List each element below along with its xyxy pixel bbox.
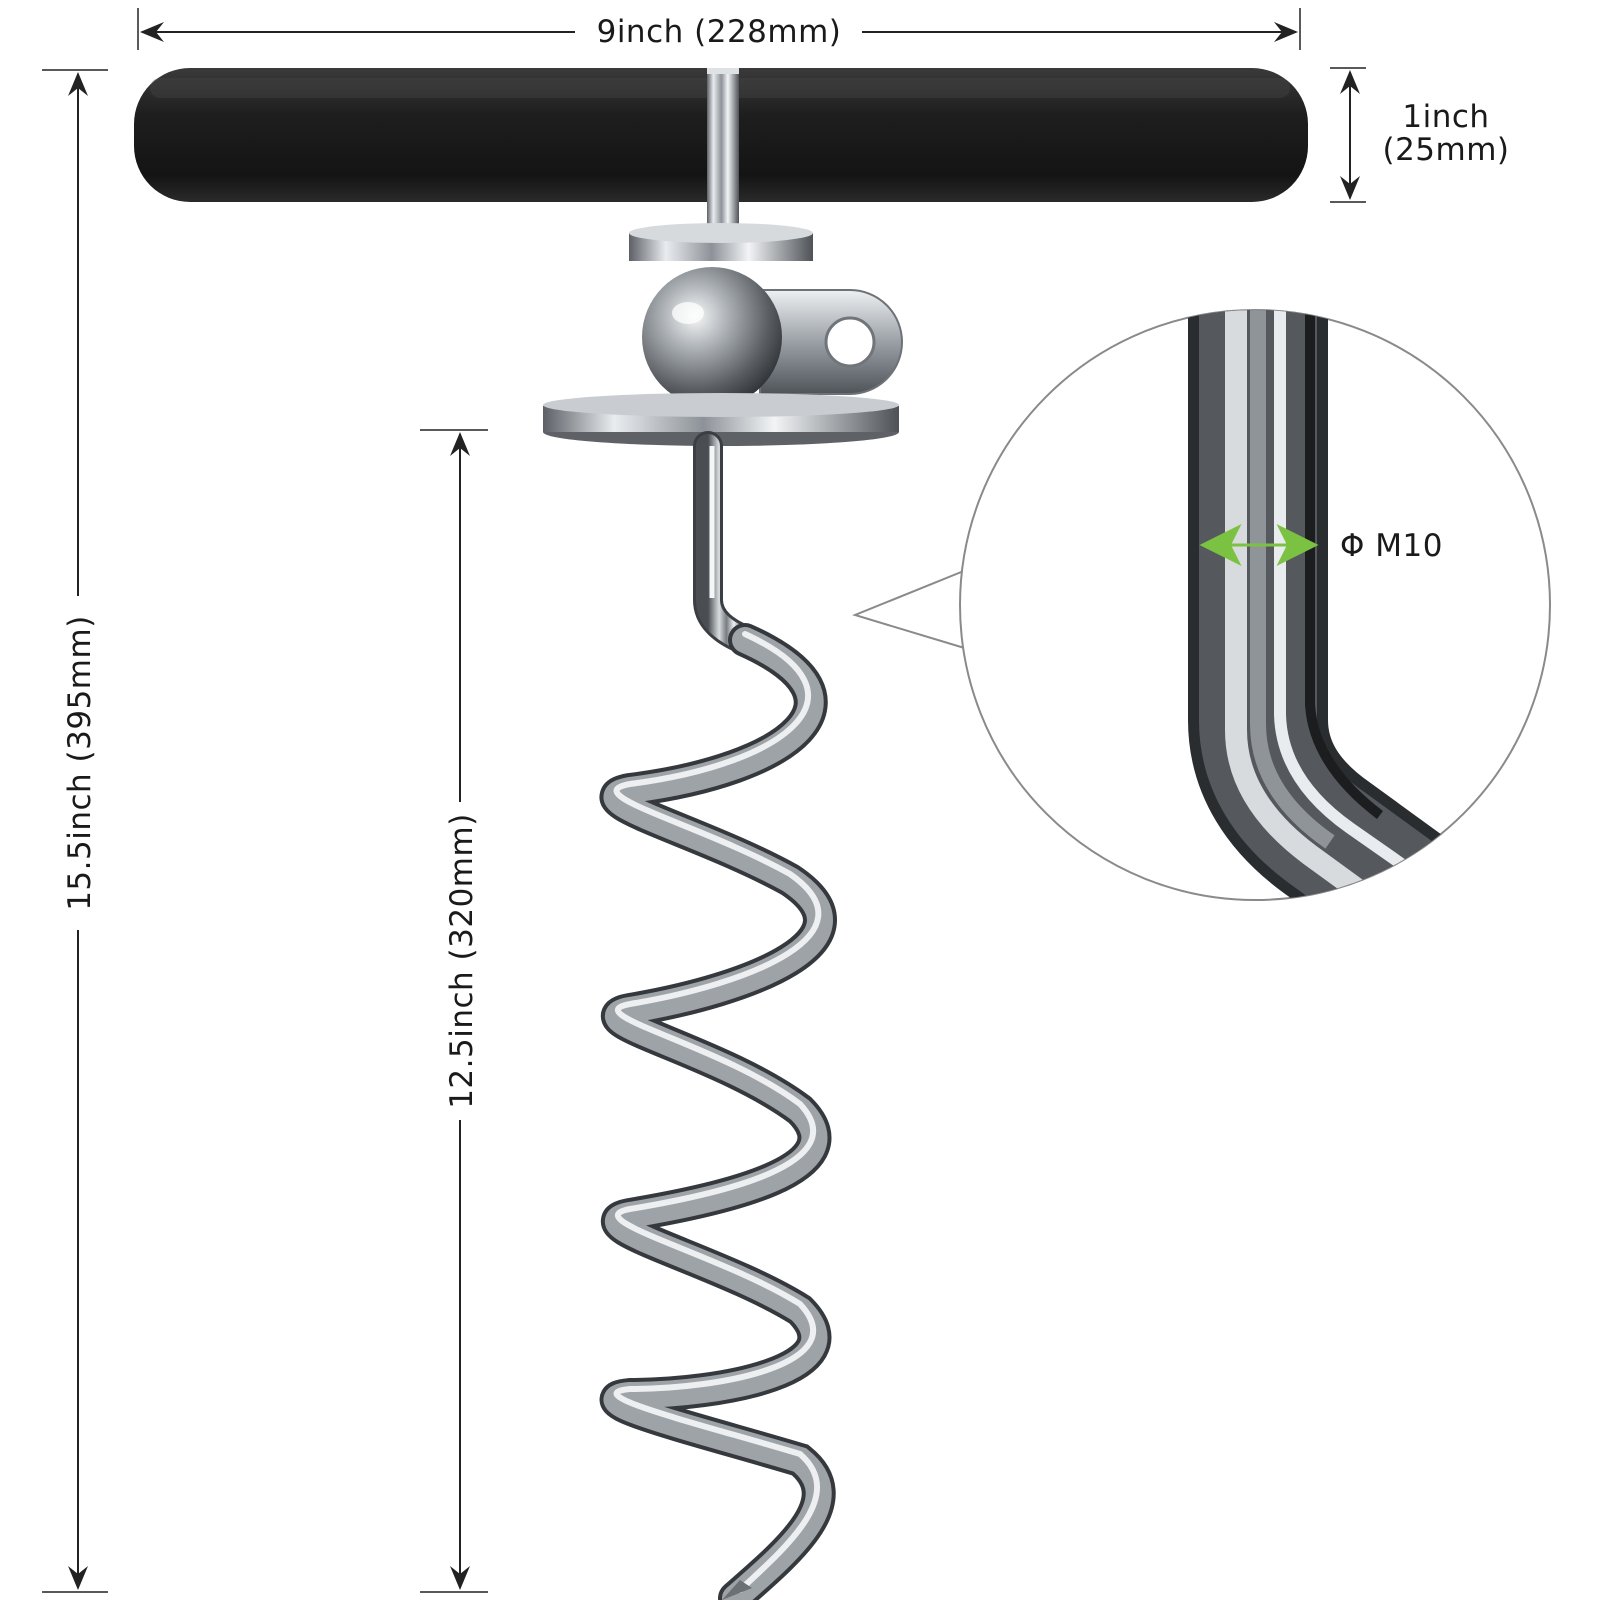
diameter-label: Φ M10 [1340,528,1443,564]
width-dimension: 9inch (228mm) [137,8,1301,50]
width-label: 9inch (228mm) [597,14,842,50]
swivel-ball [642,267,782,407]
handle-bracket [707,68,739,238]
handle-height-label-line1: 1inch [1402,99,1489,135]
screw-length-label: 12.5inch (320mm) [444,813,480,1109]
handle-height-label-line2: (25mm) [1382,132,1509,168]
swivel-eyelet [759,289,903,395]
screw-length-dimension: 12.5inch (320mm) [420,429,488,1593]
upper-washer [629,223,813,261]
zoomed-rod [1188,310,1482,900]
total-height-dimension: 15.5inch (395mm) [42,69,108,1593]
handle-height-dimension: 1inch (25mm) [1330,67,1509,203]
lower-washer [543,393,899,446]
spiral-stake [599,431,837,1600]
zoom-callout: Φ M10 [851,309,1551,901]
total-height-label: 15.5inch (395mm) [62,615,98,911]
